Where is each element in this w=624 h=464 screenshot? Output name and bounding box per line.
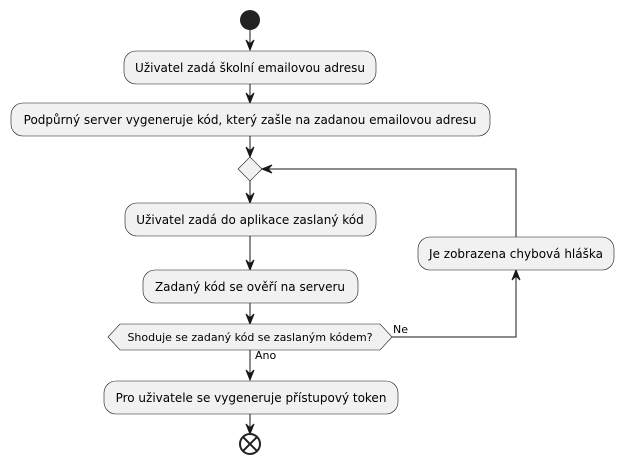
arrowhead xyxy=(511,268,521,281)
arrowhead xyxy=(245,259,255,272)
arrowhead xyxy=(245,92,255,105)
activity-show-error: Je zobrazena chybová hláška xyxy=(417,236,615,271)
edge-decision-error xyxy=(392,276,517,338)
activity-label: Je zobrazena chybová hláška xyxy=(428,247,603,261)
decision-label: Shoduje se zadaný kód se zaslaným kódem? xyxy=(127,331,372,344)
branch-label-no: Ne xyxy=(393,323,408,336)
start-node xyxy=(240,10,260,30)
merge-node xyxy=(237,156,263,182)
arrowhead xyxy=(245,146,255,159)
activity-label: Uživatel zadá do aplikace zaslaný kód xyxy=(136,213,363,227)
branch-label-yes: Ano xyxy=(255,349,276,362)
activity-generate-token: Pro uživatele se vygeneruje přístupový t… xyxy=(103,380,399,415)
activity-label: Pro uživatele se vygeneruje přístupový t… xyxy=(116,391,387,405)
edge-error-merge xyxy=(268,168,517,237)
activity-enter-code: Uživatel zadá do aplikace zaslaný kód xyxy=(124,202,377,237)
activity-label: Podpůrný server vygeneruje kód, který za… xyxy=(24,113,477,127)
end-node xyxy=(239,433,261,455)
activity-label: Zadaný kód se ověří na serveru xyxy=(155,280,345,294)
decision-node: Shoduje se zadaný kód se zaslaným kódem? xyxy=(107,323,393,351)
arrowhead xyxy=(245,423,255,436)
activity-enter-email: Uživatel zadá školní emailovou adresu xyxy=(123,50,377,85)
arrowhead xyxy=(245,313,255,326)
activity-generate-code: Podpůrný server vygeneruje kód, který za… xyxy=(10,102,491,137)
activity-verify-code: Zadaný kód se ověří na serveru xyxy=(142,269,359,304)
arrowhead xyxy=(245,369,255,382)
arrowhead xyxy=(245,192,255,205)
arrowhead xyxy=(260,164,273,174)
arrowhead xyxy=(245,39,255,52)
activity-label: Uživatel zadá školní emailovou adresu xyxy=(135,61,365,75)
